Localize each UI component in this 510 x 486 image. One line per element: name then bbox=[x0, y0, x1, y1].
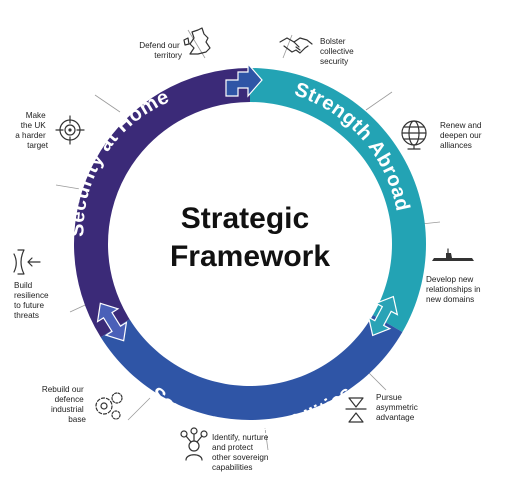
caption-collective: Bolster collective security bbox=[320, 37, 356, 66]
arrow-top-icon bbox=[225, 62, 263, 98]
caption-defend: Defend our territory bbox=[139, 41, 183, 60]
shield-arrow-icon bbox=[13, 249, 41, 275]
arrow-right-icon bbox=[367, 295, 399, 337]
crosshair-target-icon bbox=[55, 115, 85, 145]
caption-industrial: Rebuild our defence industrial base bbox=[42, 385, 87, 424]
caption-harder-target: Make the UK a harder target bbox=[15, 111, 49, 150]
caption-resilience: Build resilience to future threats bbox=[14, 281, 51, 320]
submarine-icon bbox=[432, 248, 474, 261]
person-network-icon bbox=[180, 427, 208, 461]
gears-icon bbox=[95, 392, 123, 420]
center-title-line1: Strategic bbox=[181, 202, 309, 235]
uk-map-icon bbox=[183, 27, 211, 55]
hourglass-triangles-icon bbox=[345, 397, 367, 423]
caption-alliances: Renew and deepen our alliances bbox=[440, 121, 484, 150]
globe-icon bbox=[401, 120, 427, 150]
ring-segment-abroad bbox=[250, 68, 426, 332]
caption-asymmetric: Pursue asymmetric advantage bbox=[376, 393, 420, 422]
caption-relationships: Develop new relationships in new domains bbox=[426, 275, 483, 304]
arrow-left-icon bbox=[96, 302, 128, 342]
center-title-line2: Framework bbox=[170, 240, 330, 273]
caption-nurture: Identify, nurture and protect other sove… bbox=[212, 433, 271, 472]
handshake-icon bbox=[279, 37, 313, 54]
ring-segment-sovereign bbox=[100, 315, 403, 420]
ring-segment-home bbox=[74, 68, 250, 338]
